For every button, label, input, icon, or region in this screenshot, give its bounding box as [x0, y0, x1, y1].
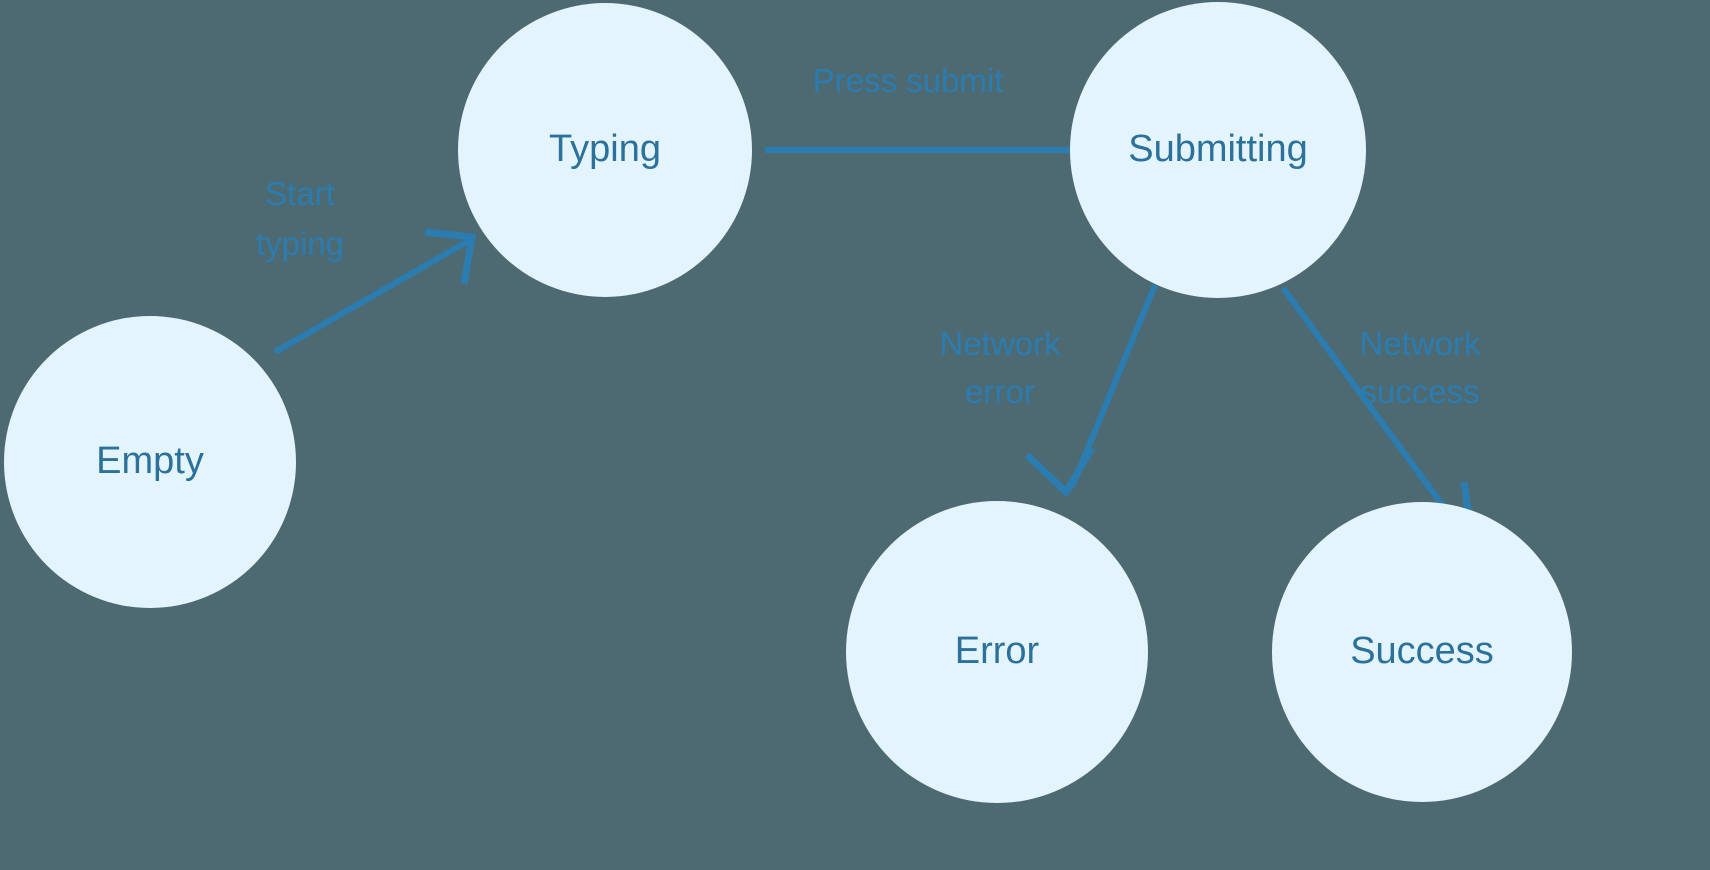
edge-empty-to-typing [273, 228, 477, 355]
node-submitting[interactable]: Submitting [1070, 2, 1366, 298]
edge-label-submitting-to-success: Network success [1359, 325, 1481, 410]
edge-label-submitting-to-error: Network error [939, 325, 1061, 410]
node-submitting-circle[interactable] [1070, 2, 1366, 298]
node-error-label: Error [955, 630, 1040, 672]
node-error-circle[interactable] [846, 501, 1148, 803]
node-empty-circle[interactable] [4, 316, 296, 608]
node-typing[interactable]: Typing [458, 3, 752, 297]
node-empty[interactable]: Empty [4, 316, 296, 608]
edge-label-network-success-line1: Network [1359, 325, 1481, 362]
edge-label-network-error-line1: Network [939, 325, 1061, 362]
edge-empty-to-typing-line [273, 237, 472, 355]
node-success-circle[interactable] [1272, 502, 1572, 802]
node-submitting-label: Submitting [1128, 128, 1308, 170]
edge-submitting-to-success-line [1280, 286, 1471, 542]
edge-label-start-typing-line1: Start [265, 175, 335, 212]
edge-empty-to-typing-arrowhead [424, 228, 477, 285]
edge-label-network-success-line2: success [1360, 373, 1479, 410]
node-success-label: Success [1350, 630, 1494, 672]
edge-submitting-to-error [1024, 283, 1158, 498]
edge-label-empty-to-typing: Start typing [256, 175, 344, 262]
edge-submitting-to-error-arrowhead [1024, 446, 1096, 498]
edge-label-start-typing-line2: typing [256, 225, 344, 262]
edge-label-network-error-line2: error [965, 373, 1035, 410]
node-typing-label: Typing [549, 128, 661, 170]
node-error[interactable]: Error [846, 501, 1148, 803]
node-typing-circle[interactable] [458, 3, 752, 297]
edge-label-press-submit-line1: Press submit [813, 62, 1004, 99]
node-success[interactable]: Success [1272, 502, 1572, 802]
edge-label-typing-to-submitting: Press submit [813, 62, 1004, 99]
node-empty-label: Empty [96, 440, 204, 482]
